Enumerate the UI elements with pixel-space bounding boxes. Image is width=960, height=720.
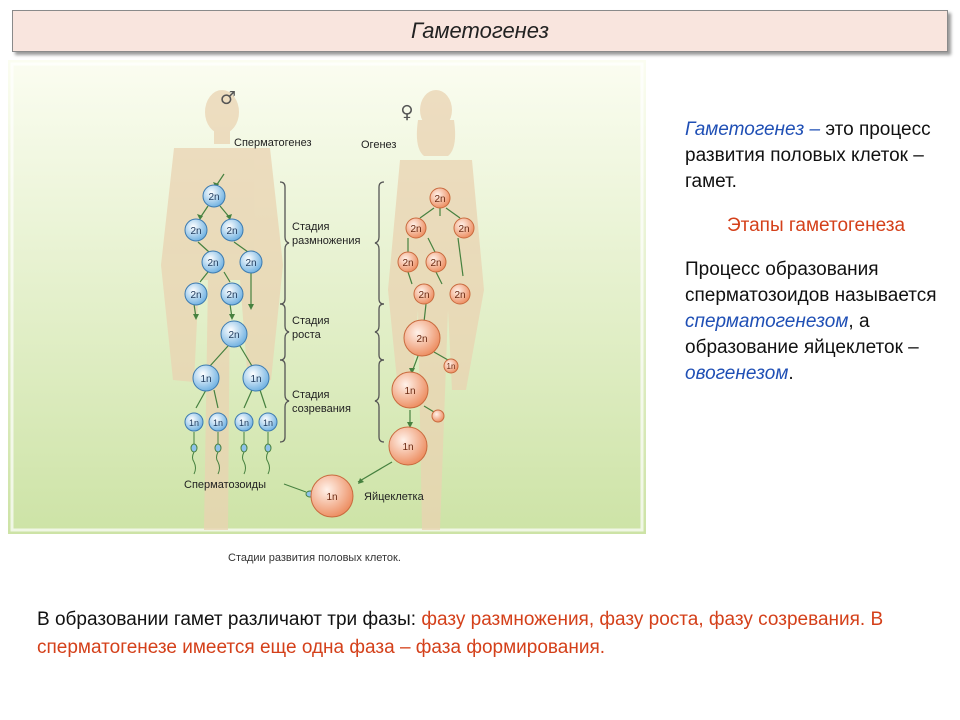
title-bar: Гаметогенез: [12, 10, 948, 52]
oocyte-cell: [403, 319, 441, 357]
page-title: Гаметогенез: [410, 18, 549, 43]
spermatogonium-cell: [201, 250, 225, 274]
phases-list: фазу размножения, фазу роста, фазу созре…: [37, 609, 884, 658]
process-text-1: Процесс образования сперматозоидов назыв…: [685, 259, 937, 306]
spermatogenesis-label: Сперматогенез: [234, 137, 312, 149]
stage-growth-label-2: роста: [292, 329, 322, 341]
gametogenesis-figure: ♂ Сперматогенез ♀ Огенез: [8, 60, 646, 534]
stages-heading: Этапы гаметогенеза: [726, 215, 906, 236]
spermatid-cell: [234, 412, 254, 432]
male-symbol-icon: ♂: [220, 88, 236, 109]
cell-label: 1n: [404, 386, 415, 397]
cell-label: 1n: [326, 492, 337, 503]
oogonium-cell: [453, 217, 475, 239]
figure-svg: ♂ Сперматогенез ♀ Огенез: [8, 60, 646, 534]
spermatogonium-cell: [220, 282, 244, 306]
stage-reproduction-label-1: Стадия: [292, 221, 330, 233]
oocyte-cell: [388, 426, 428, 466]
spermatogonium-cell: [202, 184, 226, 208]
spermatid-cell: [258, 412, 278, 432]
cell-label: 2n: [434, 194, 445, 205]
oogonium-cell: [429, 187, 451, 209]
oogonium-cell: [449, 283, 471, 305]
phases-intro: В образовании гамет различают три фазы:: [37, 609, 422, 630]
spermatocyte-cell: [192, 364, 220, 392]
cell-label: 2n: [458, 224, 469, 235]
male-cells: 2n 2n 2n 2n 2n 2n 2n 2n 1n 1n 1n 1n 1n: [184, 184, 278, 432]
spermatogonium-cell: [220, 218, 244, 242]
female-symbol-icon: ♀: [400, 102, 413, 123]
polar-body-cell: [443, 358, 459, 374]
spermatocyte-cell: [220, 320, 248, 348]
stage-maturation-label-2: созревания: [292, 403, 351, 415]
cell-label: 2n: [228, 330, 239, 341]
cell-label: 2n: [245, 258, 256, 269]
cell-label: 1n: [250, 374, 261, 385]
process-paragraph: Процесс образования сперматозоидов назыв…: [685, 257, 947, 387]
spermatogenesis-term: сперматогенезом: [685, 311, 849, 332]
figure-background: [8, 60, 646, 534]
cell-label: 2n: [226, 226, 237, 237]
oocyte-cell: [391, 371, 429, 409]
cell-label: 2n: [226, 290, 237, 301]
spermatogonium-cell: [184, 282, 208, 306]
definition-paragraph: Гаметогенез – это процесс развития полов…: [685, 117, 947, 195]
definition-text: это процесс развития половых клеток – га…: [685, 119, 931, 192]
polar-body-cell: [431, 409, 445, 423]
cell-label: 1n: [200, 374, 211, 385]
arrow-heads: [193, 182, 415, 484]
spermatogonium-cell: [239, 250, 263, 274]
definition-panel: Гаметогенез – это процесс развития полов…: [685, 117, 947, 405]
cell-label: 1n: [263, 418, 273, 428]
cell-label: 1n: [189, 418, 199, 428]
figure-frame: [10, 62, 644, 532]
cell-label: 2n: [190, 290, 201, 301]
oogonium-cell: [397, 251, 419, 273]
stage-reproduction-label-2: размножения: [292, 235, 360, 247]
cell-label: 2n: [207, 258, 218, 269]
stage-maturation-label-1: Стадия: [292, 389, 330, 401]
oogonium-cell: [425, 251, 447, 273]
cell-label: 2n: [402, 258, 413, 269]
egg-label: Яйцеклетка: [364, 491, 425, 503]
cell-label: 2n: [208, 192, 219, 203]
stage-growth-label-1: Стадия: [292, 315, 330, 327]
spermatid-cell: [184, 412, 204, 432]
cell-label: 1n: [402, 442, 413, 453]
spermatocyte-cell: [242, 364, 270, 392]
oogenesis-term: овогенезом: [685, 363, 789, 384]
process-text-3: .: [788, 363, 794, 384]
process-text-2: , а образование яйцеклеток –: [685, 311, 919, 358]
cell-label: 2n: [418, 290, 429, 301]
cell-label: 2n: [416, 334, 427, 345]
female-cells: 2n 2n 2n 2n 2n 2n 2n 2n 1n 1n 1n 1n: [310, 187, 475, 518]
phases-paragraph: В образовании гамет различают три фазы: …: [37, 606, 927, 662]
spermatozoa-label: Сперматозоиды: [184, 479, 266, 491]
cell-label: 1n: [447, 362, 456, 371]
spermatogonium-cell: [184, 218, 208, 242]
oogenesis-label: Огенез: [361, 139, 396, 151]
figure-caption: Стадии развития половых клеток.: [228, 552, 401, 564]
cell-label: 1n: [239, 418, 249, 428]
egg-cell: [310, 474, 354, 518]
oogonium-cell: [413, 283, 435, 305]
cell-label: 2n: [454, 290, 465, 301]
cell-label: 2n: [410, 224, 421, 235]
spermatid-cell: [208, 412, 228, 432]
spermatozoa: [190, 432, 315, 498]
stage-labels: Стадия размножения Стадия роста Стадия с…: [184, 221, 425, 503]
cell-label: 2n: [190, 226, 201, 237]
cell-label: 2n: [430, 258, 441, 269]
gametogenesis-term: Гаметогенез –: [685, 119, 821, 140]
stage-brackets: [279, 181, 385, 443]
cell-label: 1n: [213, 418, 223, 428]
oogonium-cell: [405, 217, 427, 239]
